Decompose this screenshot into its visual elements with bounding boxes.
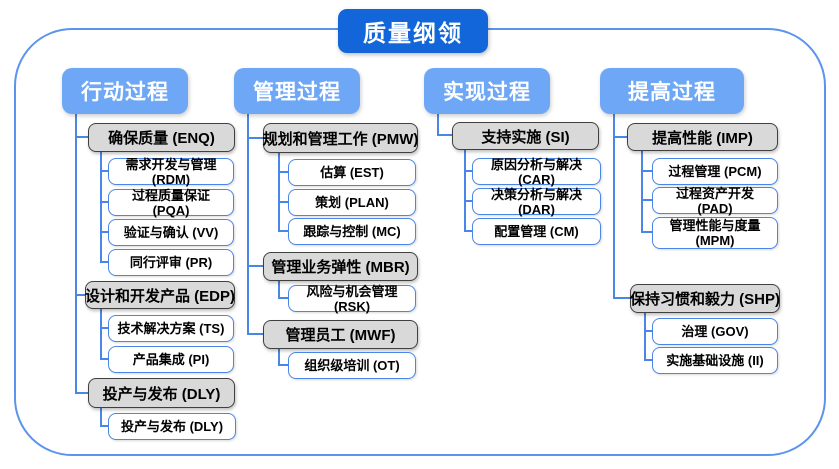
- connector-line: [464, 200, 472, 202]
- connector-line: [464, 230, 472, 232]
- leaf-gov: 治理 (GOV): [652, 318, 778, 345]
- connector-line: [641, 231, 652, 233]
- column-header-improvement-process: 提高过程: [600, 68, 744, 114]
- leaf-rdm: 需求开发与管理 (RDM): [108, 157, 234, 187]
- connector-line: [100, 408, 102, 427]
- connector-line: [278, 281, 280, 299]
- leaf-ii: 实施基础设施 (II): [652, 347, 778, 374]
- connector-line: [100, 261, 108, 263]
- connector-line: [278, 349, 280, 366]
- leaf-est: 估算 (EST): [288, 159, 416, 186]
- connector-line: [464, 170, 472, 172]
- leaf-cm: 配置管理 (CM): [472, 218, 601, 245]
- column-header-realization-process: 实现过程: [424, 68, 550, 114]
- group-enq: 确保质量 (ENQ): [88, 123, 235, 152]
- connector-line: [247, 265, 263, 267]
- connector-line: [75, 392, 88, 394]
- connector-line: [641, 151, 643, 233]
- connector-line: [100, 201, 108, 203]
- connector-line: [100, 425, 108, 427]
- leaf-pqa: 过程质量保证 (PQA): [108, 188, 234, 218]
- connector-line: [100, 309, 102, 360]
- leaf-pr: 同行评审 (PR): [108, 249, 234, 276]
- connector-line: [247, 333, 263, 335]
- group-si: 支持实施 (SI): [452, 122, 599, 150]
- leaf-dar: 决策分析与解决 (DAR): [472, 187, 601, 217]
- leaf-pi: 产品集成 (PI): [108, 346, 234, 373]
- connector-line: [247, 137, 263, 139]
- connector-line: [437, 134, 452, 136]
- diagram-title: 质量纲领: [338, 9, 488, 53]
- connector-line: [278, 230, 288, 232]
- leaf-rsk: 风险与机会管理 (RSK): [288, 284, 416, 314]
- connector-line: [100, 152, 102, 263]
- connector-line: [75, 136, 88, 138]
- connector-line: [641, 170, 652, 172]
- connector-line: [278, 297, 288, 299]
- group-dly: 投产与发布 (DLY): [88, 378, 235, 408]
- group-mwf: 管理员工 (MWF): [263, 320, 418, 349]
- leaf-pcm: 过程管理 (PCM): [652, 158, 778, 185]
- leaf-mpm: 管理性能与度量 (MPM): [652, 217, 778, 249]
- leaf-ot: 组织级培训 (OT): [288, 352, 416, 379]
- connector-line: [100, 358, 108, 360]
- connector-line: [100, 231, 108, 233]
- group-mbr: 管理业务弹性 (MBR): [263, 252, 418, 281]
- connector-line: [278, 364, 288, 366]
- connector-line: [613, 136, 627, 138]
- connector-line: [278, 153, 280, 232]
- column-header-management-process: 管理过程: [234, 68, 360, 114]
- group-pmw: 规划和管理工作 (PMW): [263, 123, 418, 153]
- column-header-action-process: 行动过程: [62, 68, 188, 114]
- connector-line: [464, 150, 466, 232]
- connector-line: [644, 359, 652, 361]
- connector-line: [278, 201, 288, 203]
- connector-line: [641, 199, 652, 201]
- leaf-ts: 技术解决方案 (TS): [108, 315, 234, 342]
- leaf-car: 原因分析与解决 (CAR): [472, 157, 601, 187]
- leaf-pad: 过程资产开发 (PAD): [652, 186, 778, 216]
- group-shp: 保持习惯和毅力 (SHP): [630, 284, 780, 313]
- group-edp: 设计和开发产品 (EDP): [85, 281, 235, 309]
- connector-line: [613, 114, 615, 299]
- leaf-plan: 策划 (PLAN): [288, 189, 416, 216]
- connector-line: [100, 170, 108, 172]
- group-imp: 提高性能 (IMP): [627, 123, 778, 151]
- connector-line: [75, 114, 77, 393]
- connector-line: [644, 330, 652, 332]
- leaf-mc: 跟踪与控制 (MC): [288, 218, 416, 245]
- connector-line: [278, 171, 288, 173]
- connector-line: [613, 297, 630, 299]
- connector-line: [437, 114, 439, 136]
- leaf-vv: 验证与确认 (VV): [108, 219, 234, 246]
- connector-line: [100, 327, 108, 329]
- connector-line: [644, 313, 646, 361]
- leaf-dly: 投产与发布 (DLY): [108, 413, 236, 440]
- connector-line: [75, 294, 85, 296]
- connector-line: [247, 114, 249, 335]
